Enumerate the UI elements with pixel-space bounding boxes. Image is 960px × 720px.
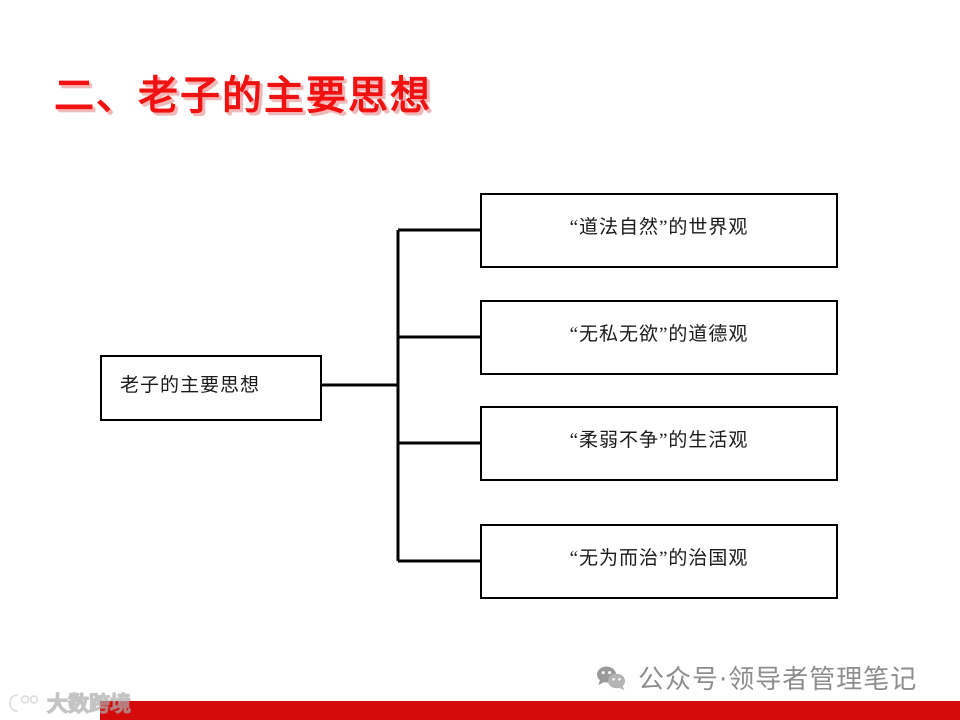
footer-red-bar: [100, 701, 960, 720]
node-branch-1[interactable]: “道法自然”的世界观: [480, 193, 838, 268]
node-branch-2[interactable]: “无私无欲”的道德观: [480, 300, 838, 375]
wechat-footer: 公众号·领导者管理笔记: [596, 659, 917, 696]
node-branch-1-label: “道法自然”的世界观: [569, 217, 749, 238]
watermark-text: 大数跨境: [47, 692, 132, 717]
node-root[interactable]: 老子的主要思想: [100, 355, 322, 421]
node-branch-2-label: “无私无欲”的道德观: [569, 324, 749, 345]
node-root-label: 老子的主要思想: [120, 375, 261, 396]
node-branch-4[interactable]: “无为而治”的治国观: [480, 524, 838, 599]
node-branch-3[interactable]: “柔弱不争”的生活观: [480, 406, 838, 481]
watermark: 大数跨境: [8, 688, 132, 718]
node-branch-4-label: “无为而治”的治国观: [569, 548, 749, 569]
wechat-footer-text: 公众号·领导者管理笔记: [638, 665, 918, 695]
wechat-icon: [597, 666, 625, 690]
page-title: 二、老子的主要思想: [54, 73, 432, 119]
node-branch-3-label: “柔弱不争”的生活观: [569, 430, 749, 451]
dashukuajing-logo-icon: [9, 694, 39, 712]
